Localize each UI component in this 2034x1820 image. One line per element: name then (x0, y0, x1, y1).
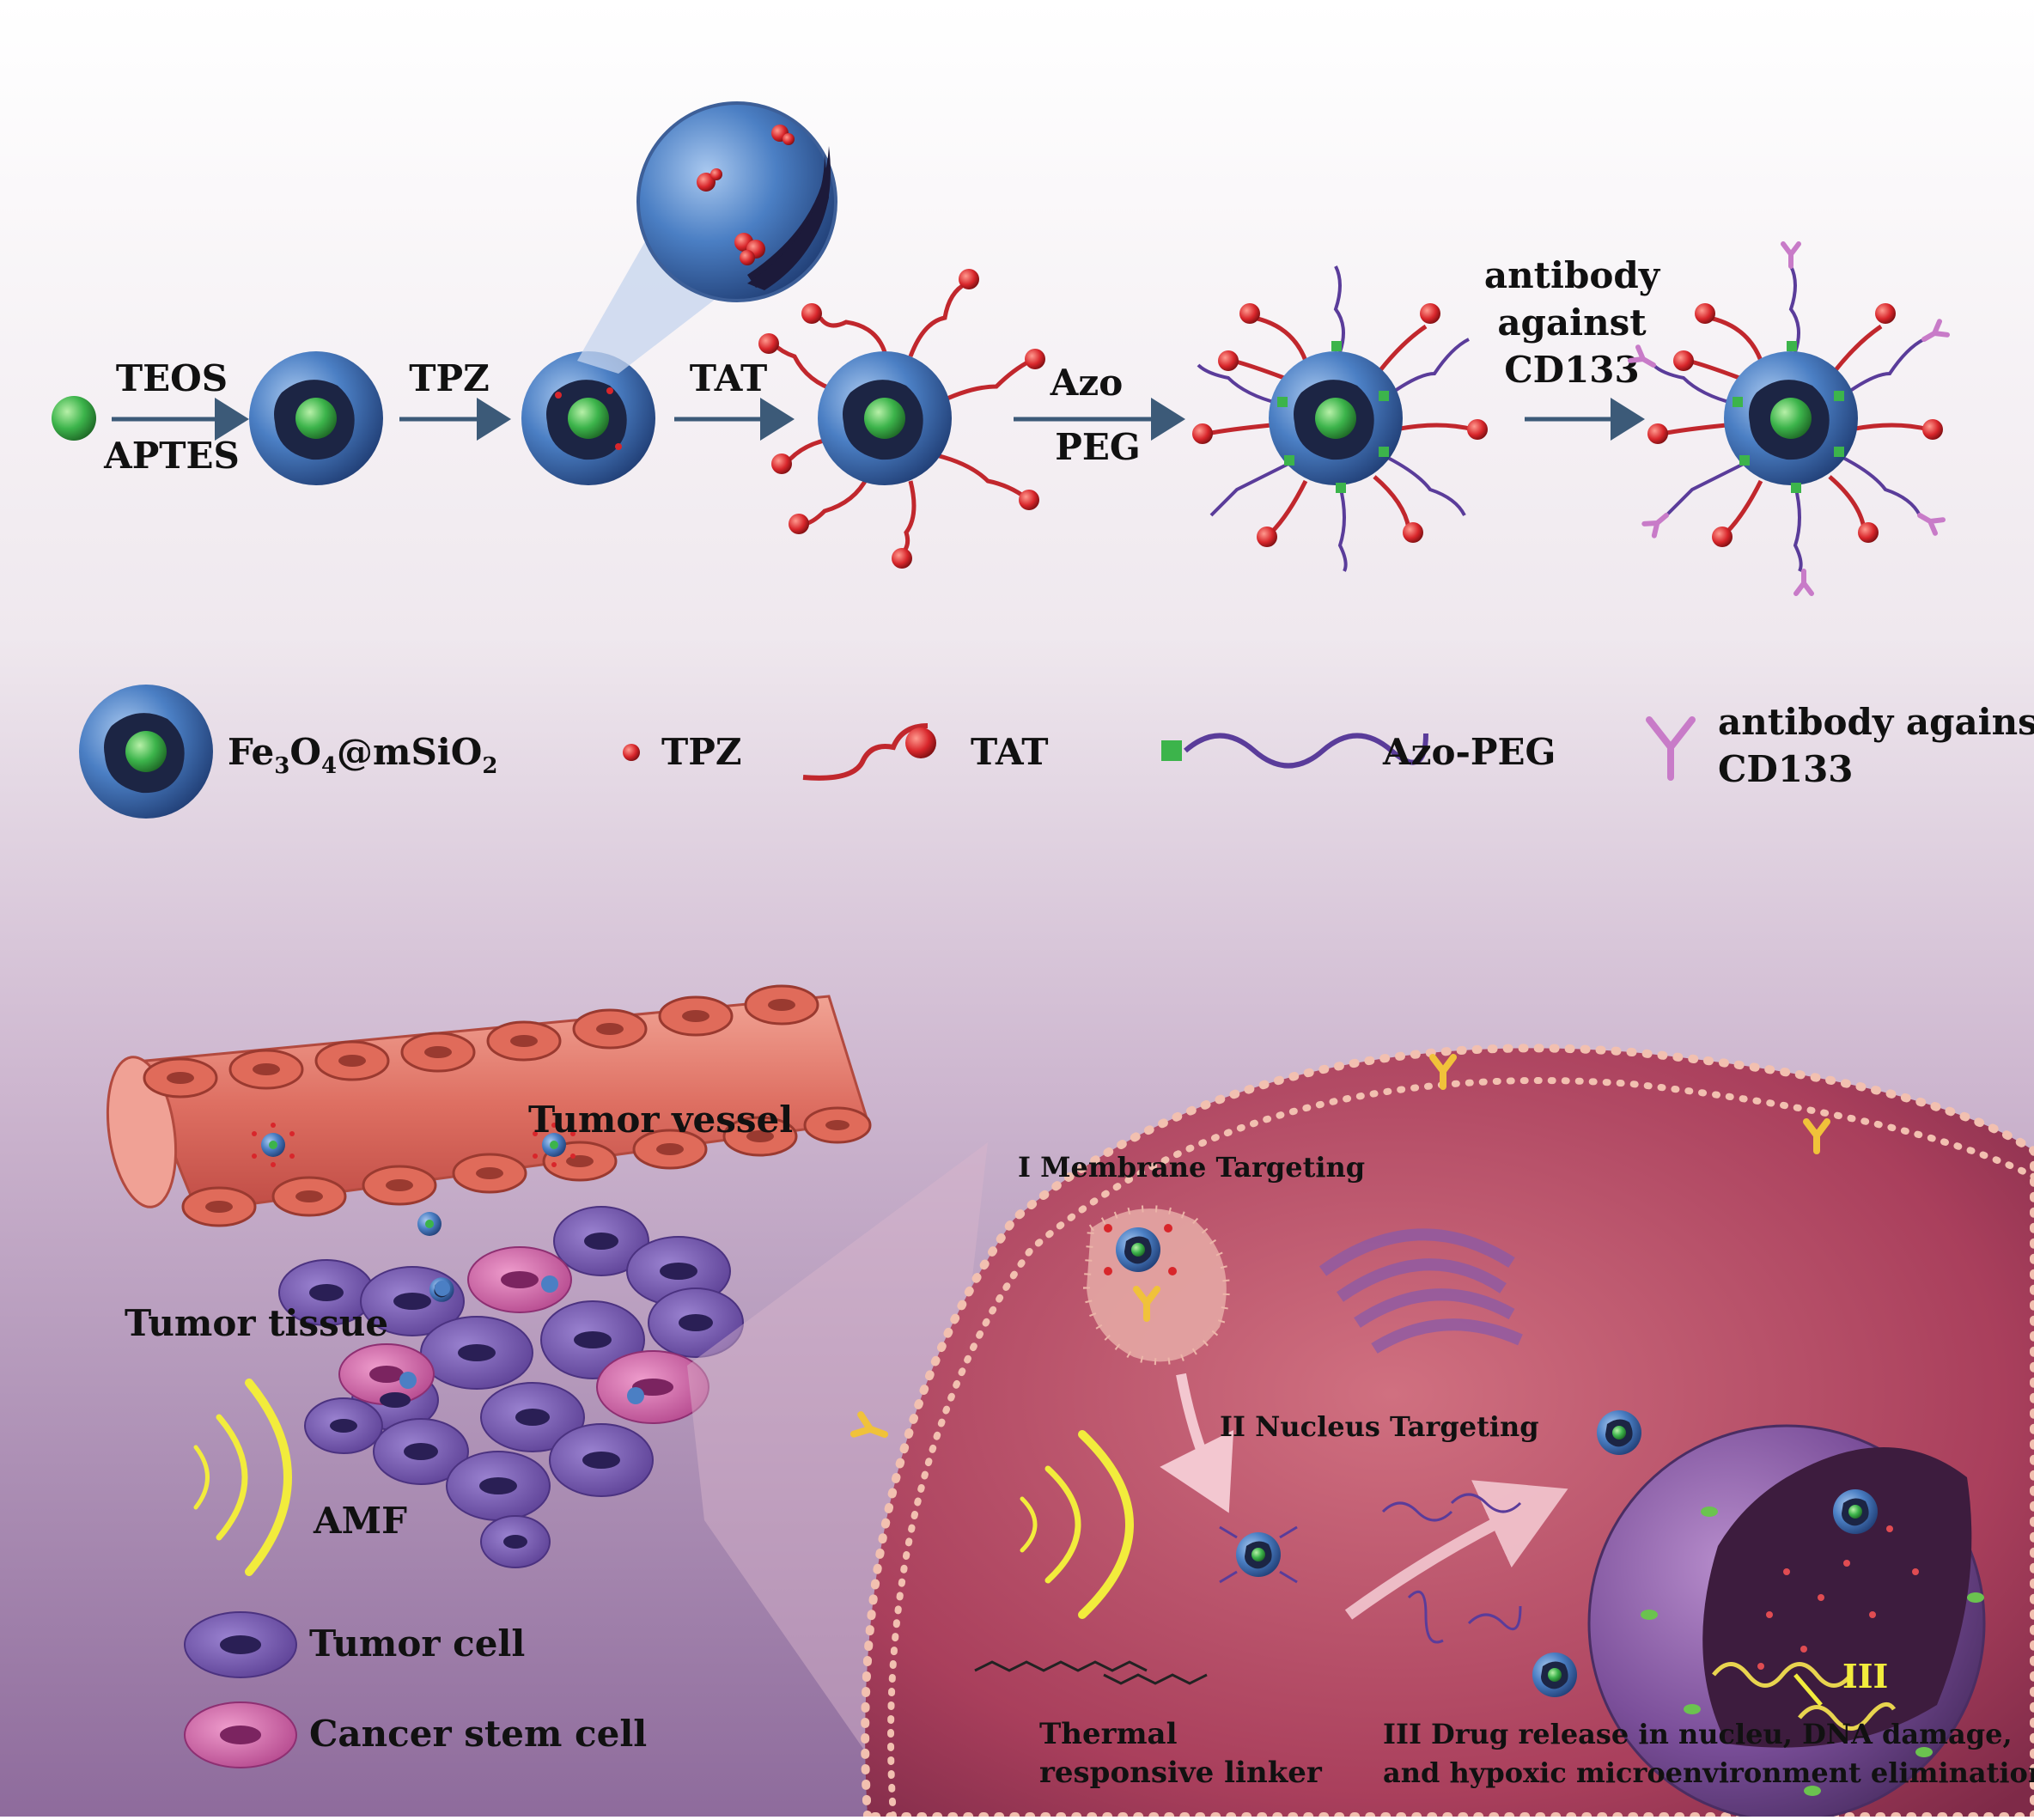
tumor-cell-cluster (278, 1206, 744, 1568)
legend-tat-label: TAT (971, 731, 1049, 773)
legend-stem-cell-icon (184, 1701, 297, 1768)
nucleus: III (1587, 1424, 1986, 1820)
vessel-nanoparticles (252, 1123, 575, 1236)
step5-label-line1: antibody (1484, 254, 1661, 296)
legend-antibody-label-line2: CD133 (1718, 748, 1854, 790)
tumor-vessel: Tumor vessel (106, 984, 872, 1236)
particle-fe3o4-msio2 (249, 351, 383, 485)
linker-structure (974, 1660, 1208, 1685)
legend-azo-peg-icon (1161, 733, 1428, 769)
drug-release-label-line1: III Drug release in nucleu, DNA damage, (1383, 1718, 2013, 1750)
tumor-tissue-label: Tumor tissue (125, 1302, 388, 1344)
drug-release-label-line2: and hypoxic microenvironment elimination (1383, 1756, 2034, 1789)
zoom-inset (577, 101, 837, 374)
legend-tat-icon (802, 723, 936, 781)
amf-waves-cell-icon (1020, 1430, 1134, 1619)
legend-tpz-label: TPZ (661, 731, 742, 773)
particle-tpz-loaded (521, 351, 655, 485)
nucleus-targeting-label: II Nucleus Targeting (1220, 1410, 1539, 1443)
particle-final-antibody (1630, 244, 1947, 593)
step5-label-line3: CD133 (1504, 349, 1640, 391)
golgi-apparatus (1318, 1228, 1523, 1354)
particle-tat-modified (758, 269, 1045, 569)
legend-tpz-icon (623, 744, 640, 761)
linker-label-line1: Thermal (1039, 1717, 1178, 1751)
tumor-vessel-label: Tumor vessel (528, 1099, 793, 1141)
synthesis-scheme: TEOS APTES TPZ TAT (52, 101, 1947, 593)
legend-tumor-cell-icon (184, 1611, 297, 1678)
amf-waves-icon (193, 1379, 292, 1576)
step4-label-azo: Azo (1050, 362, 1123, 404)
cell-zoom-panel: I Membrane Targeting II Nucleus Targetin… (687, 1044, 2034, 1820)
amf-label: AMF (313, 1500, 407, 1542)
internalization-arrow (1160, 1373, 1234, 1513)
step1-label-teos: TEOS (116, 357, 228, 399)
membrane-targeting-label: I Membrane Targeting (1018, 1151, 1365, 1184)
legend: Fe3O4@mSiO2 TPZ TAT Azo-PEG antibody aga… (79, 685, 2034, 819)
tumor-tissue-panel: Tumor vessel Tumor tissue AMF Tumor cell… (106, 984, 872, 1768)
particle-azo-peg-modified (1192, 265, 1488, 572)
free-azo-peg-chains (1381, 1493, 1522, 1644)
step5-label-line2: against (1497, 301, 1647, 344)
step1-label-aptes: APTES (103, 435, 240, 477)
legend-tumor-cell-label: Tumor cell (309, 1622, 525, 1665)
step3-label-tat: TAT (690, 357, 768, 399)
cytoplasm-particle (1219, 1525, 1298, 1584)
stage-iii-marker: III (1842, 1657, 1888, 1695)
legend-antibody-label-line1: antibody against (1718, 701, 2034, 743)
linker-label-line2: responsive linker (1039, 1756, 1323, 1790)
membrane-targeting-particle (1104, 1224, 1177, 1275)
nucleus-entry-arrow (1344, 1480, 1568, 1620)
legend-stem-cell-label: Cancer stem cell (309, 1713, 647, 1755)
legend-antibody-icon (1646, 716, 1696, 781)
step2-label-tpz: TPZ (409, 357, 490, 399)
legend-fe3o4-msio2-icon (79, 685, 213, 819)
fe3o4-core-particle (52, 396, 96, 441)
legend-fe3o4-msio2-label: Fe3O4@mSiO2 (228, 731, 497, 779)
legend-azo-peg-label: Azo-PEG (1382, 731, 1556, 773)
step4-label-peg: PEG (1055, 426, 1140, 468)
